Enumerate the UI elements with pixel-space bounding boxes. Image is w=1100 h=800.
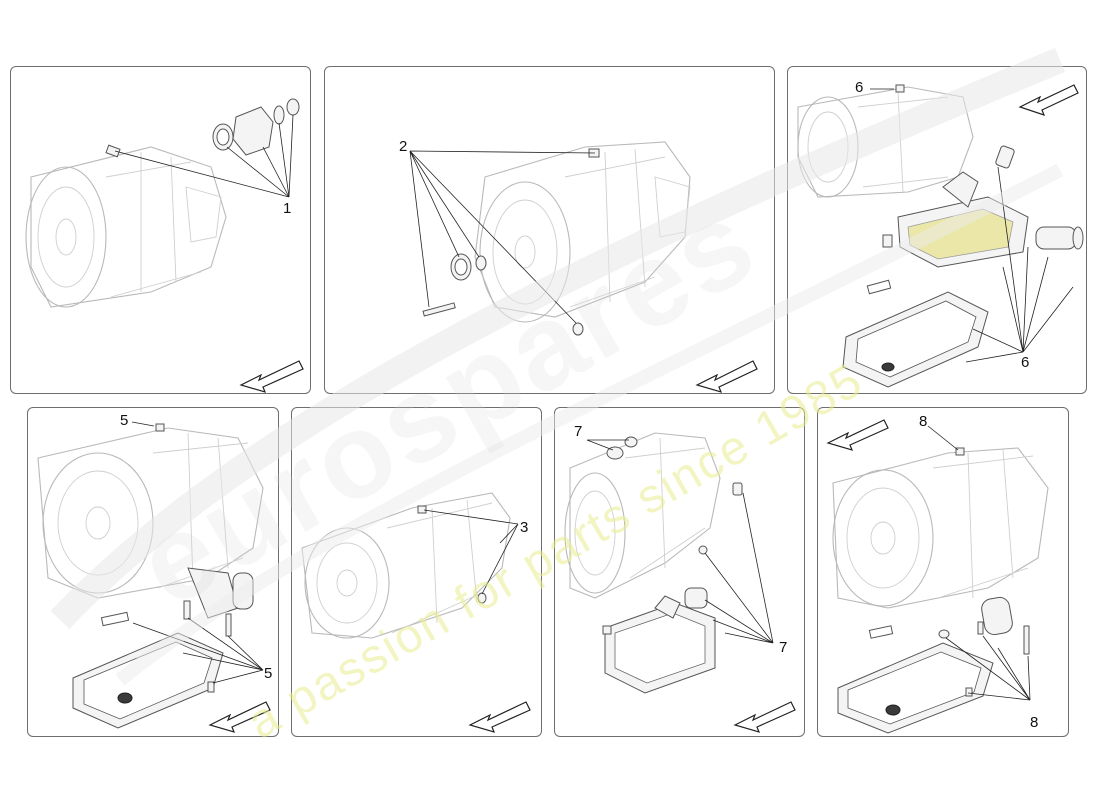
- arrow-icon: [468, 701, 531, 733]
- oil-pan-icon: [842, 291, 989, 388]
- panel-valve-body-oil-pan: 6 6: [787, 66, 1087, 394]
- callout-7-bottom: 7: [779, 639, 788, 656]
- valve-body-icon: [604, 595, 716, 694]
- callout-7-top: 7: [574, 423, 583, 440]
- panel-oil-pan-filter: 5 5: [27, 407, 279, 737]
- callout-5-bottom: 5: [264, 665, 273, 682]
- transmission-icon: [25, 98, 304, 393]
- transmission-icon: [797, 84, 1084, 388]
- transmission-icon: [301, 492, 531, 733]
- callout-2: 2: [399, 138, 408, 155]
- arrow-icon: [733, 701, 796, 733]
- callout-8-top: 8: [919, 413, 928, 430]
- panel-plugs: 3: [291, 407, 542, 737]
- callout-3: 3: [520, 519, 529, 536]
- arrow-icon: [695, 360, 758, 393]
- transmission-icon: [564, 432, 796, 733]
- callout-6-bottom: 6: [1021, 354, 1030, 371]
- callout-5-top: 5: [120, 412, 129, 429]
- panel-differential-seals: 1: [10, 66, 311, 394]
- transmission-icon: [409, 141, 758, 393]
- arrow-icon: [1018, 84, 1079, 116]
- arrow-icon: [239, 360, 304, 393]
- callout-1: 1: [283, 200, 292, 217]
- arrow-icon: [208, 701, 271, 733]
- arrow-icon: [826, 419, 889, 451]
- callout-6-top: 6: [855, 79, 864, 96]
- panel-seals-bolts: 2: [324, 66, 775, 394]
- transmission-icon: [826, 419, 1049, 734]
- panel-oil-pan-set: 8 8: [817, 407, 1069, 737]
- callout-8-bottom: 8: [1030, 714, 1039, 731]
- transmission-icon: [37, 421, 271, 733]
- panel-valve-body-set: 7 7: [554, 407, 805, 737]
